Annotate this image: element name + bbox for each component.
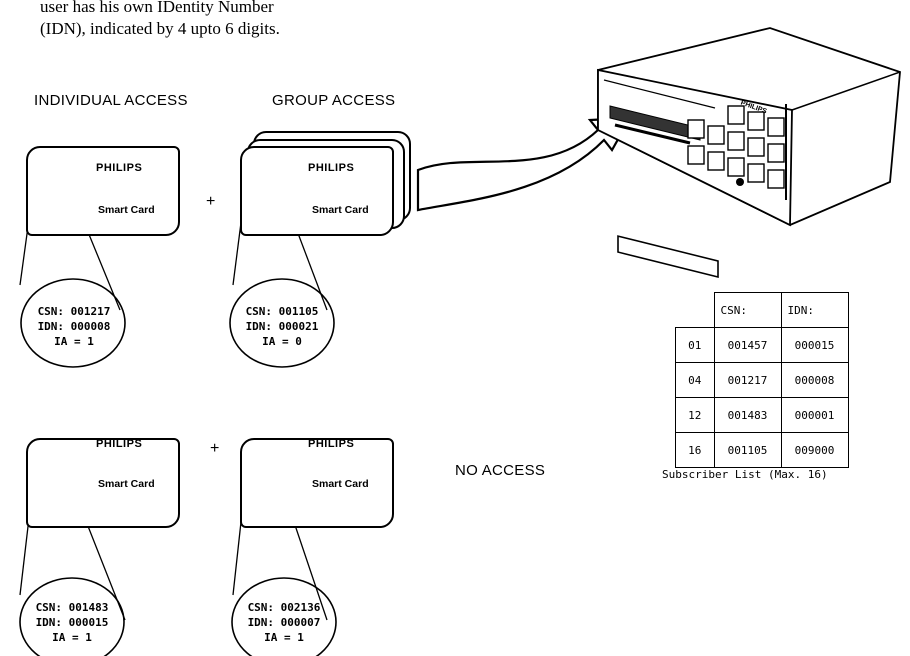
table-header-row: CSN: IDN: — [675, 292, 849, 328]
card-reader-device — [597, 27, 901, 279]
table-row: 16 001105 009000 — [675, 432, 849, 468]
csn-cell: 001105 — [713, 432, 782, 468]
csn-value: CSN: 001105 — [245, 305, 319, 318]
subscriber-list-table: CSN: IDN: 01 001457 000015 04 001217 000… — [675, 292, 849, 468]
plus-sign-bottom: + — [210, 440, 220, 457]
card-2-chip-data: CSN: 001105 IDN: 000021 IA = 0 — [232, 304, 332, 349]
table-row: 01 001457 000015 — [675, 327, 849, 363]
row-index: 01 — [675, 327, 715, 363]
idn-cell: 009000 — [780, 432, 849, 468]
card-brand: PHILIPS — [308, 162, 355, 174]
idn-cell: 000015 — [780, 327, 849, 363]
individual-access-heading: INDIVIDUAL ACCESS — [34, 92, 188, 109]
csn-value: CSN: 001217 — [37, 305, 111, 318]
plus-sign-top: + — [206, 193, 216, 210]
row-index: 04 — [675, 362, 715, 398]
subscriber-list-caption: Subscriber List (Max. 16) — [662, 468, 828, 481]
no-access-heading: NO ACCESS — [455, 462, 546, 479]
csn-cell: 001483 — [713, 397, 782, 433]
idn-cell: 000008 — [780, 362, 849, 398]
intro-line-1: user has his own IDentity Number — [40, 0, 274, 16]
card-brand: PHILIPS — [96, 162, 143, 174]
table-row: 12 001483 000001 — [675, 397, 849, 433]
idn-value: IDN: 000008 — [37, 320, 111, 333]
table-row: 04 001217 000008 — [675, 362, 849, 398]
ia-value: IA = 0 — [262, 335, 302, 348]
csn-cell: 001217 — [713, 362, 782, 398]
card-1-chip-data: CSN: 001217 IDN: 000008 IA = 1 — [24, 304, 124, 349]
group-access-heading: GROUP ACCESS — [272, 92, 396, 109]
card-label: Smart Card — [98, 204, 155, 216]
idn-value: IDN: 000015 — [35, 616, 109, 629]
card-label: Smart Card — [312, 478, 369, 490]
big-arrow — [416, 116, 632, 212]
idn-value: IDN: 000021 — [245, 320, 319, 333]
intro-line-2: (IDN), indicated by 4 upto 6 digits. — [40, 19, 280, 38]
csn-cell: 001457 — [713, 327, 782, 363]
smart-card-4: PHILIPS Smart Card — [240, 438, 394, 528]
smart-card-3: PHILIPS Smart Card — [26, 438, 180, 528]
card-brand: PHILIPS — [308, 438, 355, 450]
idn-cell: 000001 — [780, 397, 849, 433]
card-brand: PHILIPS — [96, 438, 143, 450]
smart-card-2: PHILIPS Smart Card — [240, 146, 394, 236]
ia-value: IA = 1 — [54, 335, 94, 348]
csn-value: CSN: 001483 — [35, 601, 109, 614]
ia-value: IA = 1 — [52, 631, 92, 644]
header-cell-empty — [675, 292, 715, 328]
idn-value: IDN: 000007 — [247, 616, 321, 629]
csn-value: CSN: 002136 — [247, 601, 321, 614]
row-index: 12 — [675, 397, 715, 433]
card-3-chip-data: CSN: 001483 IDN: 000015 IA = 1 — [22, 600, 122, 645]
header-cell-idn: IDN: — [780, 292, 849, 328]
card-label: Smart Card — [98, 478, 155, 490]
header-cell-csn: CSN: — [713, 292, 782, 328]
card-4-chip-data: CSN: 002136 IDN: 000007 IA = 1 — [234, 600, 334, 645]
row-index: 16 — [675, 432, 715, 468]
intro-text: user has his own IDentity Number (IDN), … — [40, 0, 280, 40]
smart-card-1: PHILIPS Smart Card — [26, 146, 180, 236]
ia-value: IA = 1 — [264, 631, 304, 644]
card-label: Smart Card — [312, 204, 369, 216]
